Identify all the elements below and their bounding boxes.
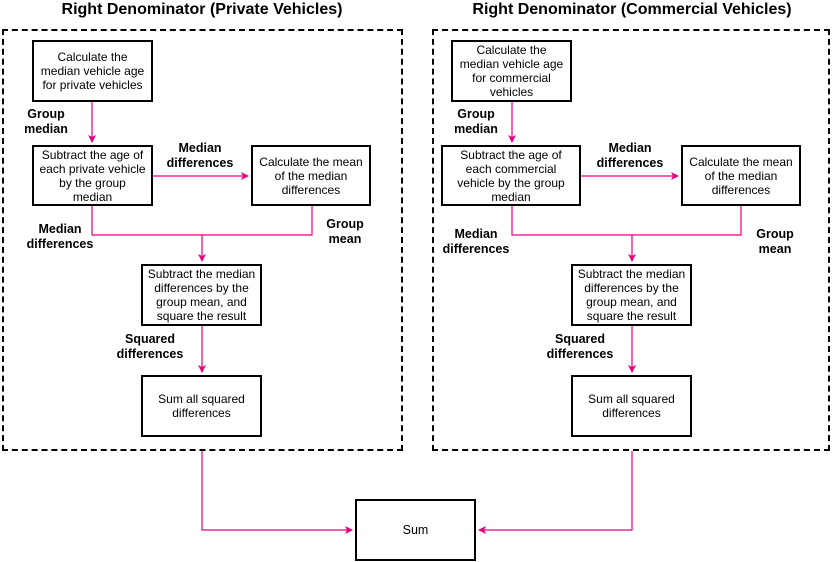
right-label-group-median: Group median	[454, 107, 498, 136]
right-box-subtract-median: Subtract the age of each commercial vehi…	[441, 145, 581, 206]
right-label-group-mean: Group mean	[756, 227, 794, 256]
right-label-median-differences-left: Median differences	[442, 227, 510, 256]
left-group-title: Right Denominator (Private Vehicles)	[61, 1, 343, 18]
left-label-median-differences-left: Median differences	[26, 222, 94, 251]
right-group-title: Right Denominator (Commercial Vehicles)	[472, 1, 792, 18]
right-label-median-differences-top: Median differences	[596, 141, 664, 170]
left-box-calc-mean: Calculate the mean of the median differe…	[251, 145, 371, 206]
right-box-calc-median: Calculate the median vehicle age for com…	[451, 40, 572, 102]
left-box-square-diff: Subtract the median differences by the g…	[141, 264, 262, 326]
right-label-squared-differences: Squared differences	[546, 332, 614, 361]
left-label-group-mean: Group mean	[326, 217, 364, 246]
left-arrow-to-total	[201, 451, 353, 534]
right-box-calc-mean: Calculate the mean of the median differe…	[681, 145, 801, 206]
right-box-sum-squared: Sum all squared differences	[571, 375, 692, 437]
right-group-container	[432, 29, 830, 451]
right-line-subtract-down	[511, 206, 742, 236]
total-sum-box: Sum	[355, 499, 476, 561]
left-group-container	[2, 29, 403, 451]
right-arrow-to-total	[478, 451, 633, 534]
left-box-sum-squared: Sum all squared differences	[141, 375, 262, 437]
left-label-median-differences-top: Median differences	[166, 141, 234, 170]
right-box-square-diff: Subtract the median differences by the g…	[571, 264, 692, 326]
left-label-squared-differences: Squared differences	[116, 332, 184, 361]
left-line-subtract-down	[91, 206, 313, 236]
left-box-subtract-median: Subtract the age of each private vehicle…	[32, 145, 153, 206]
left-box-calc-median: Calculate the median vehicle age for pri…	[32, 40, 153, 102]
left-label-group-median: Group median	[24, 107, 68, 136]
